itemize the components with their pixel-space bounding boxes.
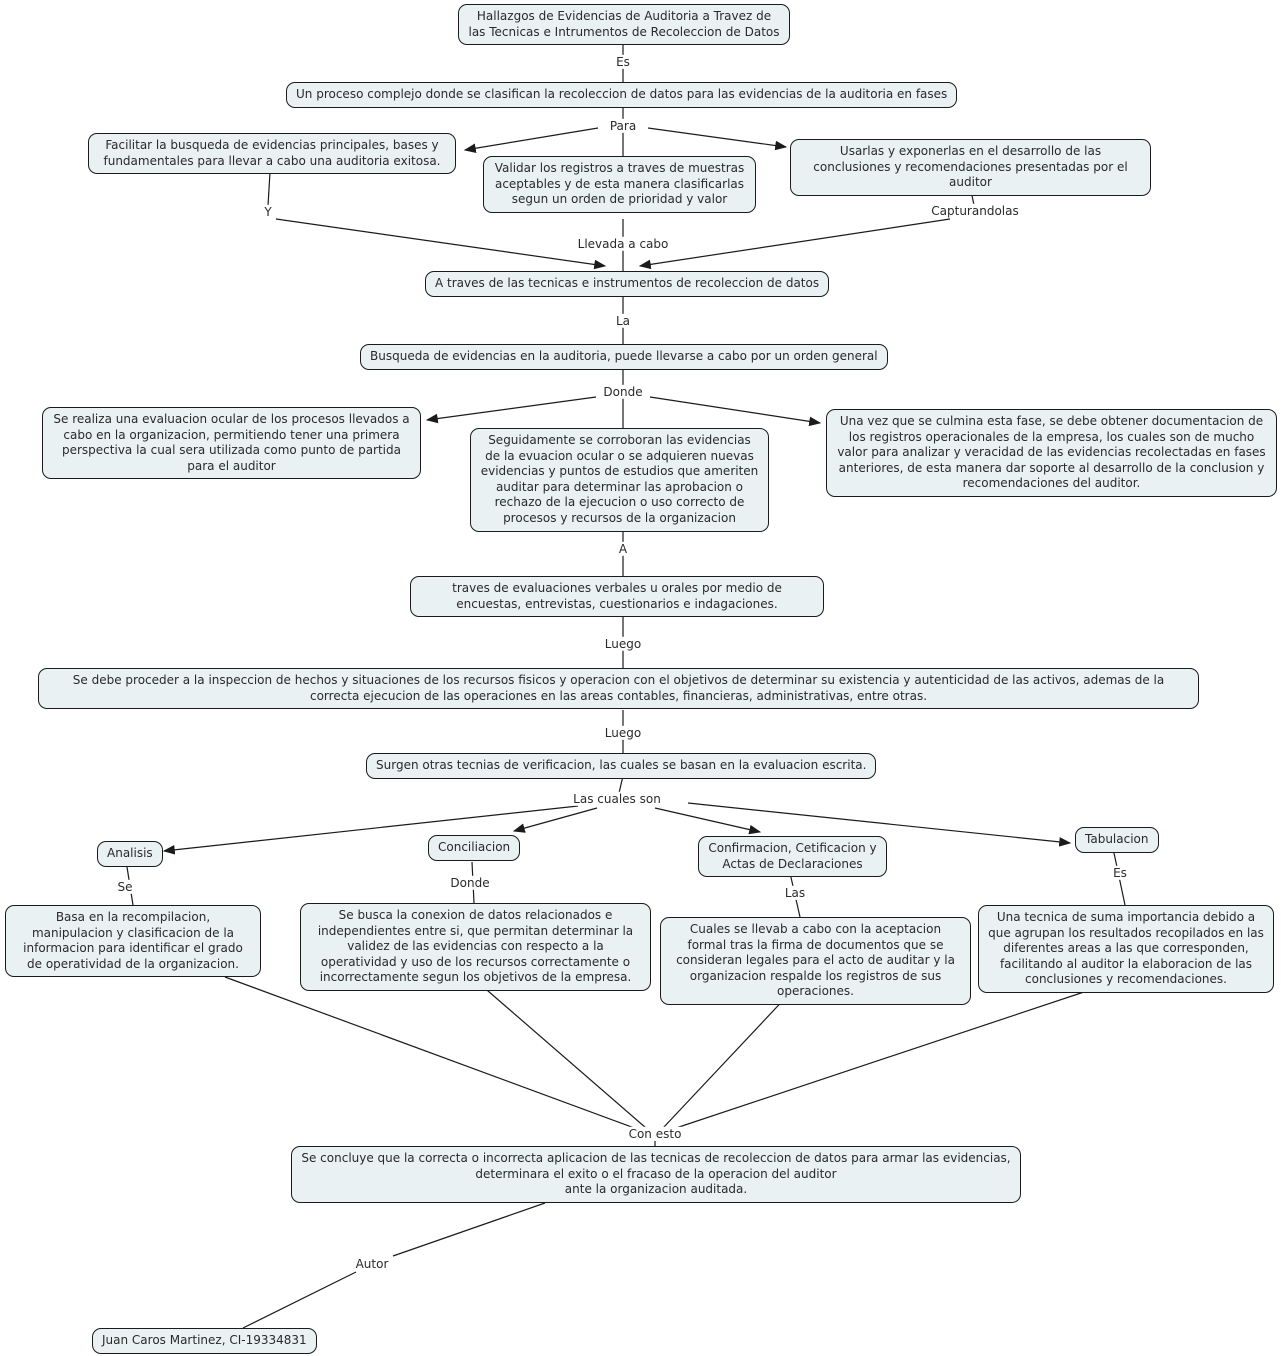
link-label-y[interactable]: Y <box>260 204 276 220</box>
node-busqueda-evidencias[interactable]: Busqueda de evidencias en la auditoria, … <box>360 344 888 370</box>
node-evaluacion-ocular[interactable]: Se realiza una evaluacion ocular de los … <box>42 407 421 480</box>
link-label-autor[interactable]: Autor <box>351 1256 393 1272</box>
link-label-donde-1[interactable]: Donde <box>599 384 647 400</box>
node-analisis-descripcion[interactable]: Basa en la recompilacion, manipulacion y… <box>5 905 261 978</box>
link-label-las[interactable]: Las <box>780 885 810 901</box>
node-validar-registros[interactable]: Validar los registros a traves de muestr… <box>483 156 756 213</box>
node-evaluaciones-verbales[interactable]: traves de evaluaciones verbales u orales… <box>410 576 824 618</box>
node-proceso-complejo[interactable]: Un proceso complejo donde se clasifican … <box>286 82 958 108</box>
link-label-las-cuales-son[interactable]: Las cuales son <box>569 791 665 807</box>
node-tabulacion-descripcion[interactable]: Una tecnica de suma importancia debido a… <box>978 905 1274 993</box>
node-confirmacion-descripcion[interactable]: Cuales se llevab a cabo con la aceptacio… <box>660 917 971 1005</box>
node-tabulacion[interactable]: Tabulacion <box>1075 827 1159 853</box>
link-label-a[interactable]: A <box>614 541 632 557</box>
link-label-es-2[interactable]: Es <box>1109 865 1131 881</box>
node-analisis[interactable]: Analisis <box>97 841 163 867</box>
node-autor-nombre[interactable]: Juan Caros Martinez, CI-19334831 <box>92 1328 317 1354</box>
link-label-llevada-a-cabo[interactable]: Llevada a cabo <box>573 236 673 252</box>
node-tecnicas-instrumentos[interactable]: A traves de las tecnicas e instrumentos … <box>425 271 830 297</box>
link-label-para[interactable]: Para <box>605 118 641 134</box>
node-inspeccion-hechos[interactable]: Se debe proceder a la inspeccion de hech… <box>38 668 1199 710</box>
node-usarlas-exponerlas[interactable]: Usarlas y exponerlas en el desarrollo de… <box>790 139 1151 196</box>
node-documentacion-registros[interactable]: Una vez que se culmina esta fase, se deb… <box>826 409 1277 497</box>
link-label-luego-2[interactable]: Luego <box>600 725 646 741</box>
node-facilitar-busqueda[interactable]: Facilitar la busqueda de evidencias prin… <box>88 133 456 175</box>
node-conciliacion[interactable]: Conciliacion <box>428 835 521 861</box>
node-title[interactable]: Hallazgos de Evidencias de Auditoria a T… <box>458 4 790 46</box>
link-label-luego-1[interactable]: Luego <box>600 636 646 652</box>
link-label-es[interactable]: Es <box>612 54 634 70</box>
node-conclusion[interactable]: Se concluye que la correcta o incorrecta… <box>291 1146 1021 1203</box>
link-label-se[interactable]: Se <box>113 879 137 895</box>
node-corroboran-evidencias[interactable]: Seguidamente se corroboran las evidencia… <box>470 428 769 532</box>
node-tecnicas-verificacion[interactable]: Surgen otras tecnias de verificacion, la… <box>366 753 877 779</box>
node-conciliacion-descripcion[interactable]: Se busca la conexion de datos relacionad… <box>300 903 651 991</box>
link-label-capturandolas[interactable]: Capturandolas <box>927 203 1023 219</box>
link-label-con-esto[interactable]: Con esto <box>624 1126 686 1142</box>
link-label-donde-2[interactable]: Donde <box>446 875 494 891</box>
node-confirmacion-certificacion[interactable]: Confirmacion, Cetificacion y Actas de De… <box>698 836 887 878</box>
link-label-la[interactable]: La <box>611 313 635 329</box>
